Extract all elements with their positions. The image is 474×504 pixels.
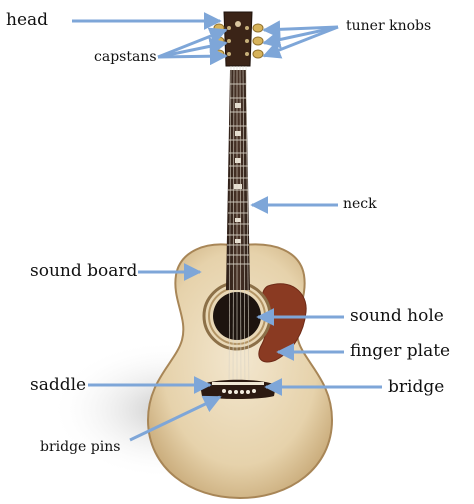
label-capstans: capstans [94,49,157,65]
arrow-tuner-1 [262,20,339,39]
label-head: head [6,10,49,30]
headstock [223,11,253,67]
strings [228,65,250,387]
arrow-bridge-pins [129,395,222,442]
label-bridge-pins: bridge pins [40,439,121,455]
arrow-capstan-1 [157,27,228,59]
label-saddle: saddle [30,375,87,395]
label-tuner-knobs: tuner knobs [346,18,432,34]
capstans [227,26,249,56]
label-bridge: bridge [388,377,445,397]
leader-arrows [72,12,382,442]
bridge-pins [222,389,256,394]
arrow-capstan-2 [157,37,228,59]
headstock-logo [235,21,241,27]
arrow-tuner-3 [262,25,339,59]
label-sound-hole: sound hole [350,306,444,326]
label-sound-board: sound board [30,261,138,281]
saddle [212,382,264,385]
label-neck: neck [343,196,377,212]
arrow-capstan-3 [157,47,228,66]
label-finger-plate: finger plate [350,341,451,361]
fret-inlays [234,103,242,243]
arrow-tuner-2 [262,25,339,49]
